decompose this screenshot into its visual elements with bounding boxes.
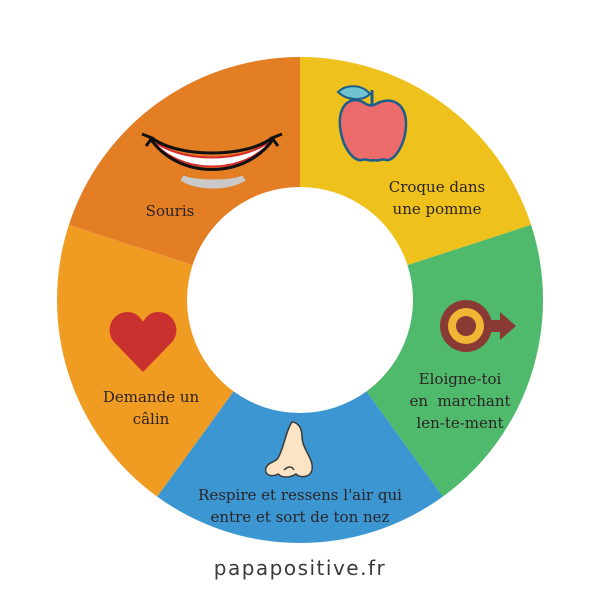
label-line: Souris <box>145 202 195 220</box>
heart-icon <box>109 312 177 372</box>
footer-site-name: papapositive.fr <box>213 556 387 580</box>
label-line: en marchant <box>409 392 511 410</box>
target-arrow-icon <box>440 300 516 352</box>
label-souris: Souris <box>146 200 195 222</box>
label-line: entre et sort de ton nez <box>210 508 390 526</box>
nose-icon <box>264 421 313 478</box>
label-line: une pomme <box>392 200 482 218</box>
label-respire: Respire et ressens l'air qui entre et so… <box>198 484 402 528</box>
label-line: Eloigne-toi <box>418 370 502 388</box>
label-line: Respire et ressens l'air qui <box>198 486 402 504</box>
smile-icon <box>141 132 283 189</box>
label-line: Demande un <box>102 388 200 406</box>
label-eloigne: Eloigne-toi en marchant len-te-ment <box>409 368 510 434</box>
label-croque: Croque dans une pomme <box>389 176 486 220</box>
apple-icon <box>336 85 408 162</box>
segment-eloigne <box>366 224 544 497</box>
label-calin: Demande un câlin <box>103 386 199 430</box>
label-line: Croque dans <box>388 178 486 196</box>
label-line: câlin <box>132 410 170 428</box>
label-line: len-te-ment <box>416 414 504 432</box>
